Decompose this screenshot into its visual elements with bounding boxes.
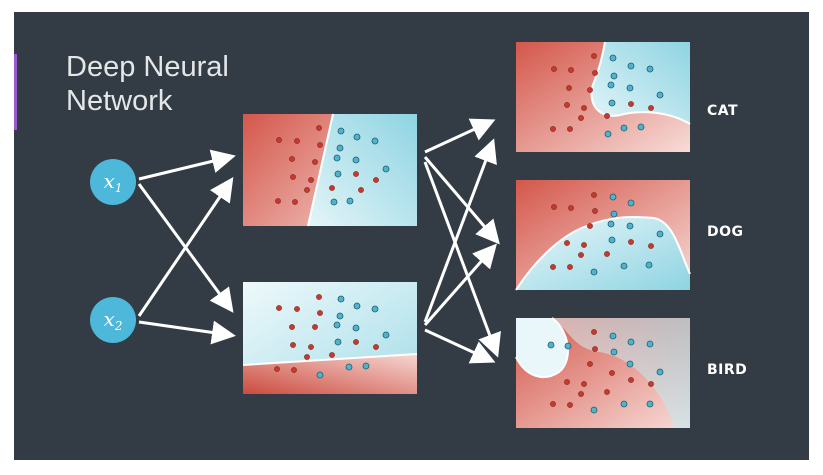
- x1-symbol: x: [104, 169, 115, 193]
- output-dog-blue-points: [590, 193, 664, 276]
- svg-text:x2: x2: [104, 307, 123, 333]
- arrow-x2-h1: [137, 177, 234, 317]
- arrow-h1-dog: [423, 156, 500, 245]
- input-node-x1: x1: [90, 159, 136, 205]
- slide: Deep Neural Network: [14, 12, 809, 460]
- output-dog-red-points: [550, 192, 654, 270]
- output-panel-cat: [516, 41, 691, 152]
- hidden-panel-2-blue-points: [316, 295, 390, 379]
- output-bird-red-points: [550, 329, 654, 408]
- arrow-x2-h2: [138, 320, 236, 345]
- arrow-h1-bird: [423, 161, 501, 358]
- hidden-panel-2-points: [274, 294, 379, 373]
- output-panel-bird: [515, 317, 690, 428]
- x2-subscript: 2: [114, 319, 123, 333]
- input-arrows: [137, 149, 236, 345]
- output-cat-red-points: [550, 53, 654, 132]
- output-panel-dog: [515, 180, 691, 291]
- x1-subscript: 1: [115, 181, 123, 195]
- arrow-x1-h1: [138, 149, 236, 181]
- output-bird-blue-points: [547, 332, 664, 414]
- slide-title: Deep Neural Network: [66, 50, 229, 118]
- hidden-panel-1-blue-points: [330, 127, 390, 206]
- title-line-2: Network: [66, 85, 173, 117]
- label-dog: DOG: [707, 224, 744, 240]
- output-arrows: [423, 118, 501, 364]
- title-line-1: Deep Neural: [66, 51, 229, 83]
- x2-symbol: x: [104, 307, 115, 331]
- hidden-panel-1-points: [275, 125, 379, 205]
- label-bird: BIRD: [707, 362, 748, 378]
- hidden-panel-1: [243, 113, 417, 227]
- input-node-x2: x2: [90, 297, 136, 343]
- arrow-h2-dog: [423, 243, 497, 326]
- label-cat: CAT: [707, 103, 739, 119]
- hidden-panel-2: [242, 282, 418, 394]
- arrow-h1-cat: [424, 118, 496, 154]
- title-accent-bar: [14, 54, 17, 130]
- arrow-x1-h2: [137, 183, 234, 313]
- arrow-h2-cat: [423, 138, 497, 323]
- arrow-h2-bird: [424, 328, 496, 364]
- neural-network-diagram: x1 x2: [90, 41, 691, 428]
- output-cat-blue-points: [604, 54, 664, 138]
- svg-text:x1: x1: [104, 169, 123, 195]
